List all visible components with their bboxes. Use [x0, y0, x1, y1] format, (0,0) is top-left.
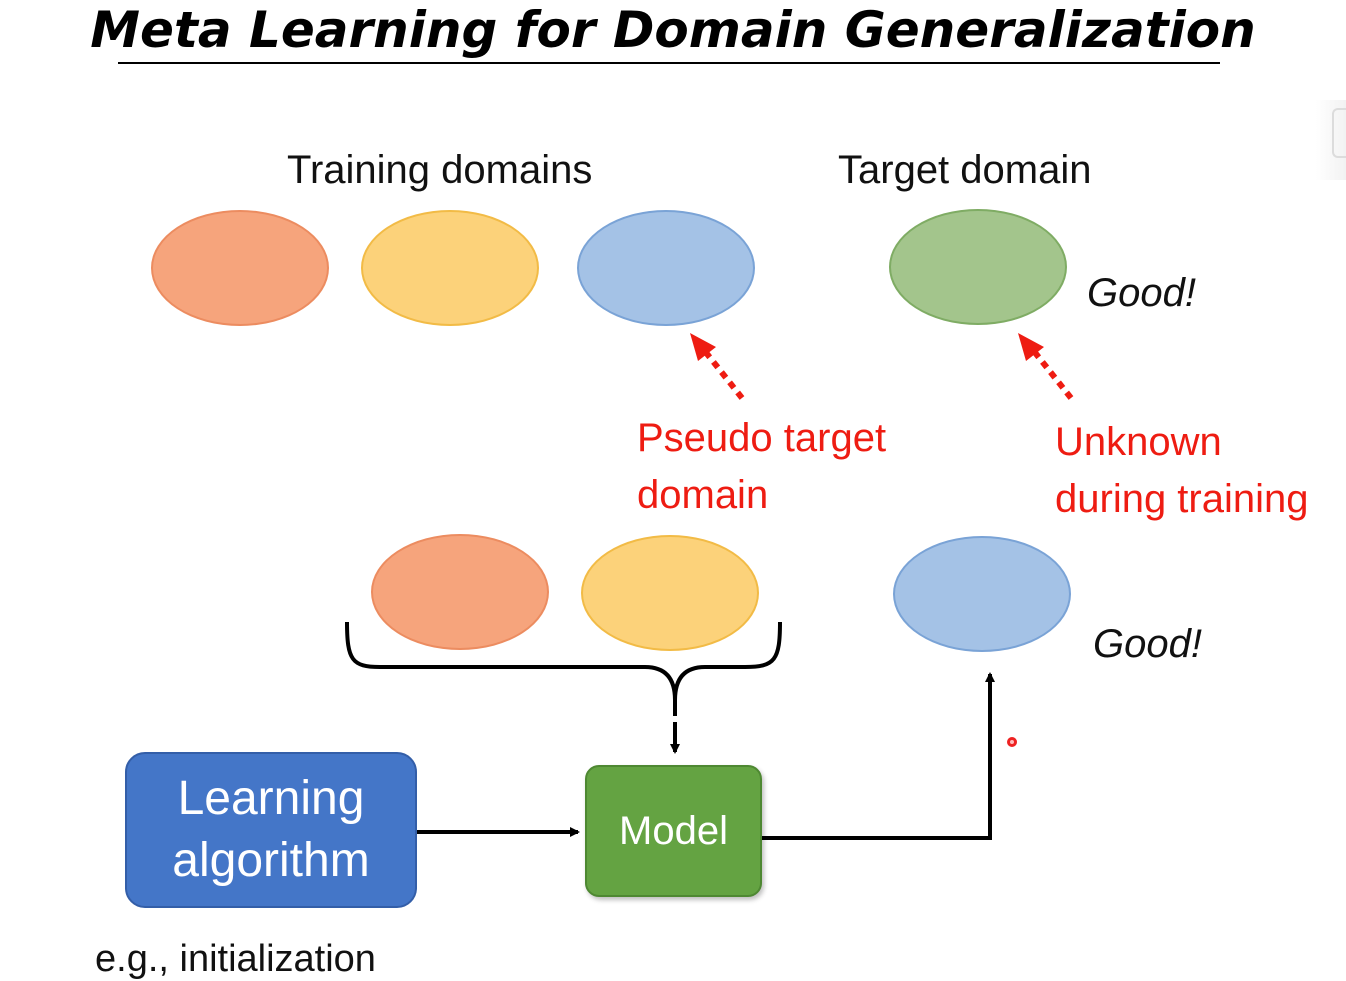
- meta-test-domain-blue: [893, 536, 1071, 652]
- meta-train-domain-yellow: [581, 535, 759, 651]
- training-domain-yellow: [361, 210, 539, 326]
- unknown-arrowhead: [1018, 333, 1044, 361]
- good-label-top: Good!: [1087, 271, 1196, 315]
- page-title: Meta Learning for Domain Generalization: [90, 1, 1256, 59]
- training-domain-blue: [577, 210, 755, 326]
- unknown-label-line2: during training: [1055, 477, 1309, 521]
- pseudo-target-arrowhead: [690, 333, 716, 361]
- good-label-bottom: Good!: [1093, 622, 1202, 666]
- learning-algorithm-box: Learning algorithm: [125, 752, 417, 908]
- target-domain-heading: Target domain: [838, 148, 1092, 192]
- pseudo-target-dotted-arrow: [701, 348, 745, 400]
- unknown-label-line1: Unknown: [1055, 420, 1222, 464]
- learning-algorithm-line1: Learning: [177, 772, 365, 825]
- meta-train-brace: [345, 621, 782, 701]
- model-box: Model: [585, 765, 762, 897]
- title-underline: [118, 62, 1220, 64]
- initialization-note: e.g., initialization: [95, 938, 376, 980]
- window-edge-handle: [1332, 108, 1346, 158]
- model-to-domain-arrow: [762, 672, 995, 840]
- target-domain-green: [889, 209, 1067, 325]
- learning-algorithm-line2: algorithm: [172, 834, 370, 887]
- unknown-dotted-arrow: [1030, 348, 1074, 400]
- cursor-pointer-dot: [1007, 737, 1017, 747]
- pseudo-target-label-line1: Pseudo target: [637, 416, 887, 460]
- meta-train-domain-orange: [371, 534, 549, 650]
- training-domains-heading: Training domains: [287, 148, 593, 192]
- training-domain-orange: [151, 210, 329, 326]
- pseudo-target-label-line2: domain: [637, 473, 769, 517]
